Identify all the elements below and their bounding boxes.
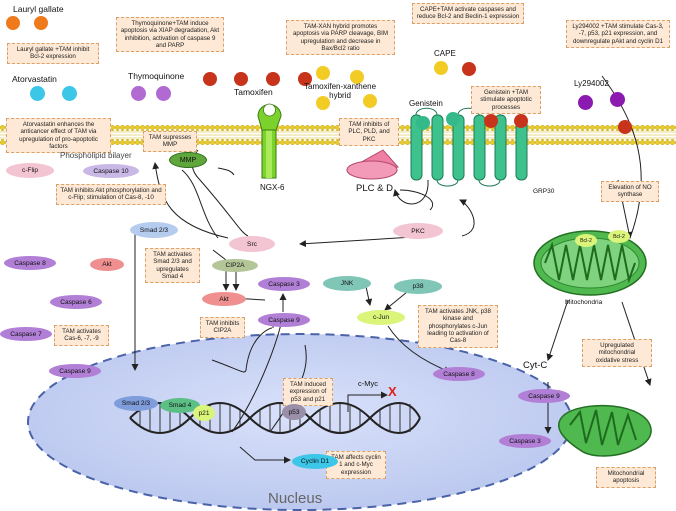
lauryl-gallate-label: Lauryl gallate [13, 4, 64, 14]
atorvastatin-dot-1 [30, 86, 45, 101]
note-tamoxifen-xanthene: TAM-XAN hybrid promotes apoptosis via PA… [286, 20, 395, 56]
genistein-dot-2 [446, 112, 460, 126]
xanthene-dot-1 [316, 66, 330, 80]
xanthene-dot-4 [363, 94, 377, 108]
note-lauryl-gallate: Lauryl gallate +TAM inhibit Bcl-2 expres… [7, 43, 99, 64]
lauryl-gallate-dot-2 [34, 16, 48, 30]
pkc-pill: PKC [393, 223, 443, 239]
genistein-label: Genistein [409, 99, 443, 108]
note-cape: CAPE+TAM activate caspases and reduce Bc… [412, 3, 524, 24]
bcl2-badge-1: Bcl-2 [575, 234, 597, 247]
ly294002-label: Ly294002 [574, 79, 609, 88]
tamoxifen-dot-3 [266, 72, 280, 86]
lauryl-gallate-dot-1 [6, 16, 20, 30]
cape-dot-2 [462, 62, 476, 76]
xanthene-dot-2 [350, 70, 364, 84]
phospholipid-label: Phospholipid bilayer [60, 151, 132, 160]
c-jun-pill: c-Jun [357, 310, 405, 325]
note-mito-stress: Upregulated mitochondrial oxidative stre… [582, 339, 652, 367]
smad23-pill-1: Smad 2/3 [130, 222, 178, 238]
phospholipid-bilayer [0, 125, 676, 145]
genistein-dot-3 [484, 114, 498, 128]
cip2a-pill: CIP2A [212, 259, 258, 272]
note-atorvastatin: Atorvastatin enhances the anticancer eff… [6, 118, 111, 154]
note-no-synthase: Elevation of NO synthase [601, 181, 659, 202]
grp30-label: GRP30 [533, 188, 555, 195]
atorvastatin-dot-2 [62, 86, 77, 101]
note-cyclin: TAM affects cyclin 1 and c-Myc expressio… [326, 451, 386, 479]
ly294002-dot-2 [610, 92, 625, 107]
c-myc-label: c-Myc [358, 379, 378, 388]
atorvastatin-label: Atorvastatin [12, 74, 57, 84]
tamoxifen-label: Tamoxifen [234, 87, 273, 97]
mitochondrion-small [558, 404, 652, 457]
plc-grp30-arrow [393, 179, 433, 211]
p53-pill: p53 [282, 404, 306, 420]
caspase-9-pill-3: Caspase 9 [518, 389, 570, 403]
grp30-receptor [410, 107, 528, 187]
thymoquinone-dot-1 [131, 86, 146, 101]
ngx6-receptor [257, 103, 282, 179]
caspase-9-pill-1: Caspase 9 [49, 364, 101, 378]
src-pill: Src [229, 236, 275, 252]
caspase-8-pill-2: Caspase 8 [433, 367, 485, 381]
genistein-dot-1 [416, 116, 430, 130]
note-cas67: TAM activates Cas-6, -7, -9 [54, 325, 109, 346]
tamoxifen-dot-1 [203, 72, 217, 86]
cape-dot-1 [434, 61, 448, 75]
note-mmp: TAM supresses MMP [143, 131, 197, 152]
tamoxifen-xanthene-label: Tamoxifen-xanthene hybrid [304, 82, 377, 101]
note-ly294002: Ly294002 +TAM stimulate Cas-3, -7, p53, … [566, 20, 670, 48]
plc-d-shape [346, 149, 400, 180]
note-cip2a: TAM inhibits CIP2A [200, 317, 245, 338]
ly294002-dot-1 [578, 95, 593, 110]
note-jnk: TAM activates JNK, p38 kinase and phosph… [418, 305, 498, 348]
nucleus-label: Nucleus [268, 490, 323, 507]
jnk-pill: JNK [323, 276, 371, 291]
note-plc: TAM inhibits of PLC, PLD, and PKC [339, 118, 399, 146]
p21-pill: p21 [193, 405, 215, 421]
note-p53: TAM induced expression of p53 and p21 [283, 378, 333, 406]
caspase-7-pill: Caspase 7 [0, 327, 52, 341]
p38-pill: p38 [394, 279, 442, 294]
ngx6-label: NGX-6 [260, 183, 285, 192]
cyclin-d1-pill: Cyclin D1 [292, 454, 338, 469]
cyt-c-label: Cyt-C [523, 360, 548, 371]
thymoquinone-label: Thymoquinone [128, 71, 185, 81]
note-akt: TAM inhibits Akt phosphorylation and c-F… [56, 184, 166, 205]
caspase-3-pill-1: Caspase 3 [258, 277, 310, 291]
note-genistein: Genistein +TAM stimulate apoptotic proce… [471, 86, 541, 114]
cape-label: CAPE [434, 49, 456, 58]
smad4-pill: Smad 4 [160, 398, 200, 413]
caspase-8-pill-1: Caspase 8 [4, 256, 56, 270]
ly294002-dot-3 [618, 120, 632, 134]
caspase-10-pill: Caspase 10 [83, 164, 139, 178]
caspase-9-pill-2: Caspase 9 [258, 313, 310, 327]
note-thymoquinone: Thymoquinone+TAM induce apoptosis via XI… [116, 17, 224, 53]
xanthene-dot-3 [316, 96, 330, 110]
caspase-3-pill-2: Caspase 3 [499, 434, 551, 448]
mmp-label: MMP [169, 152, 207, 168]
caspase-6-pill: Caspase 6 [50, 295, 102, 309]
bcl2-badge-2: Bcl-2 [608, 230, 630, 243]
mitochondria-label: Mitochondria [565, 299, 603, 306]
c-flip-pill: c-Flip [6, 163, 54, 178]
akt-pill-2: Akt [202, 292, 246, 306]
tamoxifen-dot-2 [234, 72, 248, 86]
genistein-dot-4 [514, 114, 528, 128]
note-smad: TAM activates Smad 2/3 and upregulates S… [145, 248, 200, 284]
note-mito-apoptosis: Mitochondrial apoptosis [596, 467, 656, 488]
plc-d-label: PLC & D [356, 183, 393, 194]
smad23-pill-2: Smad 2/3 [114, 396, 158, 411]
tamoxifen-dot-4 [298, 72, 312, 86]
akt-pill-1: Akt [90, 258, 124, 271]
block-x-icon: X [388, 384, 397, 399]
thymoquinone-dot-2 [156, 86, 171, 101]
